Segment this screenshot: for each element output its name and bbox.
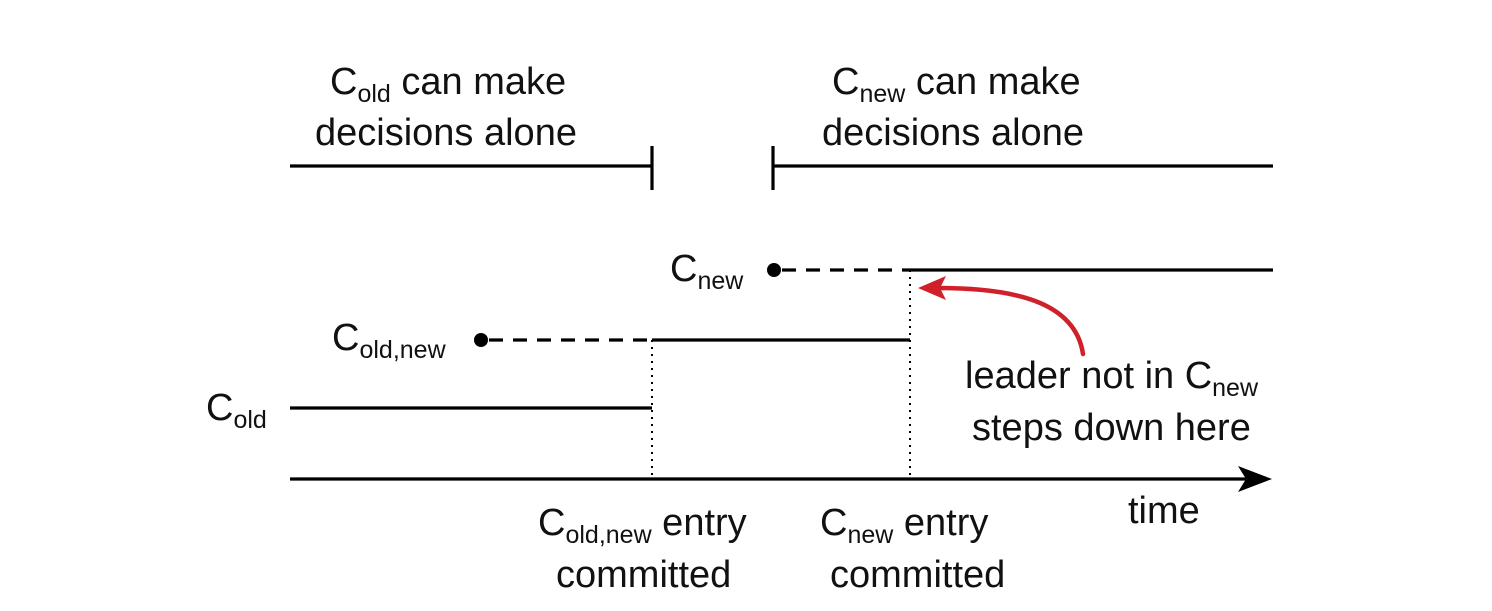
new-alone-label-line2: decisions alone: [822, 112, 1084, 154]
new-alone-label-line1: Cnew can make: [832, 61, 1081, 108]
new-committed-label-line1: Cnew entry: [820, 502, 988, 549]
step-down-arrow: [935, 285, 1086, 357]
annotation-line2: steps down here: [972, 407, 1251, 449]
c-old-new-label: Cold,new: [332, 317, 447, 364]
step-down-arrowhead: [918, 276, 946, 300]
c-old-new-start-dot: [474, 333, 488, 347]
time-axis-label: time: [1128, 490, 1200, 532]
old-new-committed-label-line2: committed: [556, 554, 731, 596]
c-old-label: Cold: [206, 387, 267, 434]
c-new-start-dot: [767, 263, 781, 277]
old-new-committed-label-line1: Cold,new entry: [538, 502, 747, 549]
annotation-line1: leader not in Cnew: [965, 355, 1259, 402]
new-committed-label-line2: committed: [830, 554, 1005, 596]
old-alone-label-line1: Cold can make: [330, 61, 566, 108]
c-new-label: Cnew: [670, 248, 744, 295]
time-axis-arrowhead: [1238, 466, 1272, 492]
old-alone-label-line2: decisions alone: [315, 112, 577, 154]
